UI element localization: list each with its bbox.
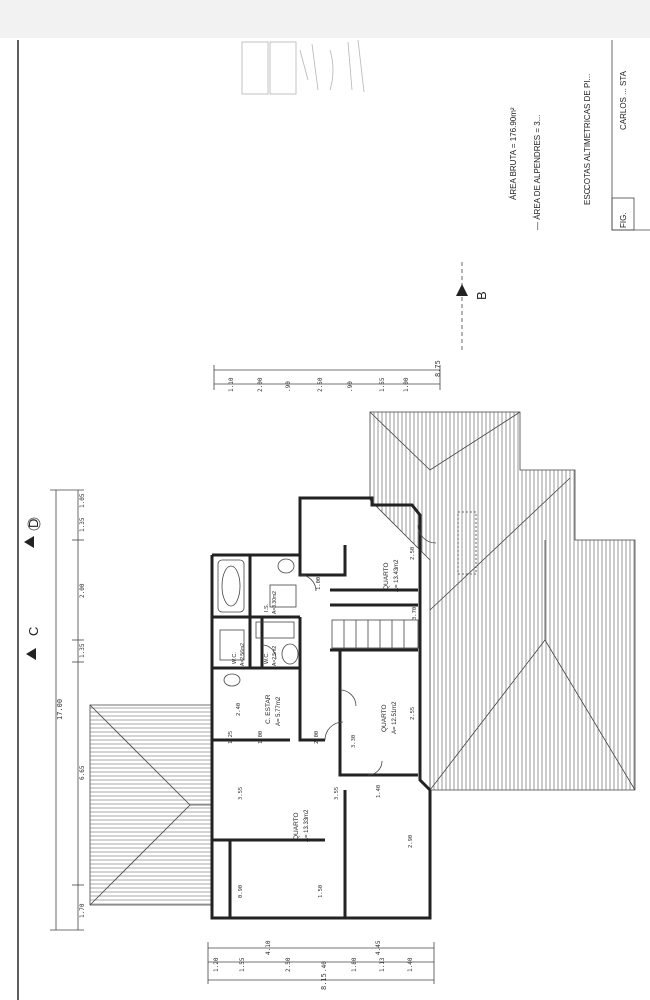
- area-alpendres-text: — ÁREA DE ALPENDRES = 3...: [533, 115, 542, 230]
- svg-text:1.55: 1.55: [239, 957, 246, 972]
- bath-fixtures: [217, 558, 299, 687]
- svg-text:2.00: 2.00: [314, 731, 320, 744]
- room-label-quarto-2: QUARTO A= 12.51m2: [381, 701, 398, 734]
- svg-text:1.35: 1.35: [79, 643, 86, 658]
- svg-text:3.30: 3.30: [351, 735, 357, 748]
- svg-text:1.13: 1.13: [379, 957, 386, 972]
- room-label-quarto-3: QUARTO A= 13.43m2: [383, 559, 400, 592]
- scan-top-margin: [0, 0, 650, 38]
- section-marker-c: C: [26, 627, 41, 660]
- svg-text:A=2.56m2: A=2.56m2: [240, 643, 246, 666]
- svg-text:W.C.: W.C.: [232, 652, 238, 664]
- room-label-wc-3: W.C. A=2.56m2: [232, 643, 246, 666]
- room-label-quarto-1: QUARTO A= 13.33m2: [293, 809, 310, 842]
- svg-text:D: D: [26, 519, 41, 528]
- svg-text:C. ESTAR: C. ESTAR: [265, 694, 272, 724]
- svg-text:8.15: 8.15: [320, 973, 328, 990]
- roof-hatch-left: [89, 704, 213, 906]
- svg-text:A= 12.51m2: A= 12.51m2: [392, 701, 398, 734]
- fig-box: [611, 197, 635, 231]
- svg-text:2.90: 2.90: [408, 835, 414, 848]
- svg-text:C: C: [26, 627, 41, 636]
- svg-text:A=3.30m2: A=3.30m2: [272, 591, 278, 614]
- svg-text:.90: .90: [347, 381, 354, 392]
- svg-text:3.70: 3.70: [412, 607, 418, 620]
- dimension-chain-bottom: 8.15 4.10 4.45 1.20 1.55 2.50 .40 1.80 1…: [207, 940, 435, 990]
- svg-text:1.20: 1.20: [213, 957, 220, 972]
- svg-text:QUARTO: QUARTO: [383, 562, 390, 590]
- svg-text:1.80: 1.80: [351, 957, 358, 972]
- planter-box: [457, 511, 477, 575]
- dimension-chain-left: 17.00 1.70 6.65 1.35 2.00 1.35 1.05: [50, 489, 86, 931]
- svg-text:I.S.: I.S.: [264, 603, 270, 612]
- svg-text:QUARTO: QUARTO: [293, 812, 300, 840]
- svg-text:2.55: 2.55: [410, 707, 416, 720]
- cotas-text: COTAS ALTIMETRICAS DE PI...: [583, 74, 592, 190]
- svg-text:1.50: 1.50: [318, 885, 324, 898]
- svg-text:1.00: 1.00: [258, 731, 264, 744]
- svg-text:1.70: 1.70: [79, 903, 86, 918]
- svg-text:4.45: 4.45: [375, 940, 382, 955]
- fig-text: FIG.: [619, 212, 628, 228]
- svg-text:.90: .90: [285, 381, 292, 392]
- svg-text:2.50: 2.50: [410, 547, 416, 560]
- svg-text:3.55: 3.55: [334, 787, 340, 800]
- svg-text:1.55: 1.55: [379, 377, 386, 392]
- svg-text:A= 5.77m2: A= 5.77m2: [276, 696, 282, 726]
- svg-text:A= 13.43m2: A= 13.43m2: [394, 559, 400, 592]
- section-marker-d: D: [24, 517, 41, 548]
- svg-text:2.40: 2.40: [236, 703, 242, 716]
- roof-hatch-right: [369, 411, 636, 791]
- svg-text:1.00: 1.00: [316, 577, 322, 590]
- svg-text:W.C.: W.C.: [264, 652, 270, 664]
- svg-text:17.00: 17.00: [56, 699, 64, 720]
- approval-stamp: [241, 39, 365, 95]
- escala-text: ESC.: [583, 186, 592, 205]
- title-block: ÁREA BRUTA = 176.90m² — ÁREA DE ALPENDRE…: [241, 39, 650, 231]
- stair: [331, 619, 419, 649]
- svg-text:B: B: [474, 291, 489, 300]
- svg-text:0.90: 0.90: [238, 885, 244, 898]
- svg-text:.40: .40: [321, 961, 328, 972]
- door-swings: [261, 524, 437, 776]
- area-bruta-text: ÁREA BRUTA = 176.90m²: [509, 107, 518, 200]
- svg-text:2.00: 2.00: [257, 377, 264, 392]
- room-label-wc-2: W.C. A=2.5m2: [264, 646, 278, 666]
- svg-text:A= 13.33m2: A= 13.33m2: [304, 809, 310, 842]
- svg-text:3.55: 3.55: [238, 787, 244, 800]
- svg-text:8.75: 8.75: [434, 360, 442, 377]
- section-marker-b: B: [456, 262, 489, 350]
- room-label-corredor: C. ESTAR A= 5.77m2: [265, 694, 282, 726]
- svg-text:1.40: 1.40: [407, 957, 414, 972]
- svg-text:1.35: 1.35: [79, 517, 86, 532]
- svg-text:4.10: 4.10: [265, 940, 272, 955]
- svg-text:1.10: 1.10: [228, 377, 235, 392]
- building-walls: [210, 496, 432, 920]
- author-text: CARLOS ... STA: [619, 70, 628, 130]
- svg-text:QUARTO: QUARTO: [381, 704, 388, 732]
- svg-text:1.05: 1.05: [79, 493, 86, 508]
- svg-text:2.50: 2.50: [317, 377, 324, 392]
- svg-text:1.40: 1.40: [376, 785, 382, 798]
- svg-text:1.00: 1.00: [403, 377, 410, 392]
- room-label-wc-1: I.S. A=3.30m2: [264, 591, 278, 614]
- dimension-chain-top: 8.75 1.10 2.00 .90 2.50 .90 1.55 1.00: [213, 360, 442, 392]
- svg-text:2.50: 2.50: [285, 957, 292, 972]
- svg-text:2.00: 2.00: [79, 583, 86, 598]
- svg-text:1.25: 1.25: [228, 731, 234, 744]
- interior-dimensions: 3.55 3.30 2.00 2.40 1.00 1.25 2.90 3.55 …: [228, 547, 418, 898]
- svg-text:6.65: 6.65: [79, 765, 86, 780]
- svg-text:A=2.5m2: A=2.5m2: [272, 646, 278, 666]
